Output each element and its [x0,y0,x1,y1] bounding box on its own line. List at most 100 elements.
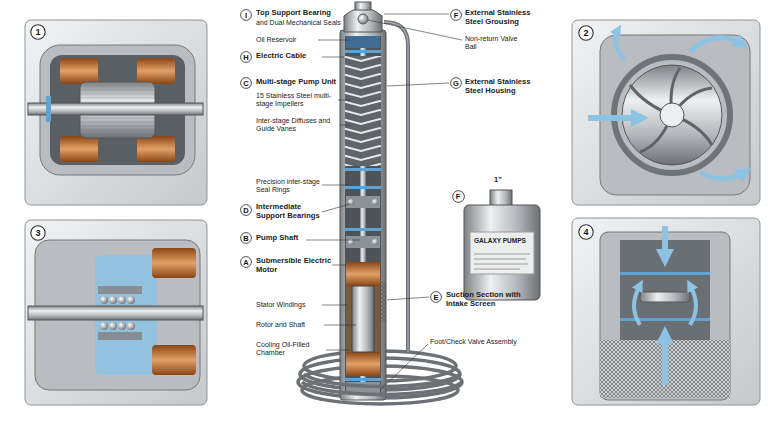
callout-letter: G [450,77,462,89]
callout-number: 2 [578,25,594,41]
part-label: Inter-stage Diffuses and Guide Vanes [256,117,342,133]
leader-line [322,305,347,306]
inset-motor [25,20,207,205]
seal-ring [620,318,710,321]
bearing-ball [118,322,126,330]
seal-ring [345,168,381,171]
bearing-ball [127,296,135,304]
callout-letter: C [240,77,252,89]
stator-winding [152,248,196,278]
flow-arrow [700,172,745,179]
callout-text: F [450,9,462,21]
flow-arrow [662,335,668,385]
rotor [352,286,374,352]
stator-winding [152,345,196,375]
part-label: Oil Reservoir [256,36,336,44]
callout-letter: H [240,51,252,63]
seal-ring [345,228,381,231]
part-label: and Dual Mechanical Seals [256,19,366,27]
callout-text: F [452,190,465,203]
callout-circle-outline [431,292,442,303]
brand-label: GALAXY PUMPS [474,237,526,244]
callout-text: A [240,256,252,268]
flow-arrow [615,30,625,60]
callout-number: 3 [30,225,46,241]
bearing-block [346,236,380,248]
seal-ring [345,186,381,189]
cable-highlight [384,22,408,352]
shaft [28,103,203,115]
bearing-ball [127,322,135,330]
leader-lines [306,14,462,390]
callout-text: B [240,232,252,244]
part-label: Suction Section with Intake Screen [446,291,530,308]
part-label: Top Support Bearing [256,9,356,18]
stator-winding [60,58,98,84]
flow-arrow [588,115,640,121]
part-label: Stator Windings [256,301,336,309]
stator-winding [137,136,175,162]
leader-line [387,83,449,86]
pump-body [464,205,540,300]
seal-ring [46,96,51,122]
leader-line [306,240,360,241]
callout-text: D [240,204,252,216]
callout-circle-outline [452,190,464,202]
intake-screen [381,282,386,322]
callout-text: 3 [30,225,46,241]
part-label: Multi-stage Pump Unit [256,78,356,87]
outlet-thread [490,190,512,206]
leader-line [324,325,356,326]
bearing-ball [109,296,117,304]
outlet-thread [355,2,371,10]
leader-line [340,125,350,126]
seal-ring [345,378,381,381]
leader-line [322,57,344,58]
leader-line [322,185,348,186]
part-label: Non-return Valve Ball [465,35,521,51]
callout-circle-outline [241,257,252,268]
flow-arrow [634,285,640,325]
bearing-race [98,332,142,340]
bearing-block [346,196,380,208]
bearing-ball [100,296,108,304]
part-label: Cooling Oil-Filled Chamber [256,341,328,357]
callout-circle-outline [241,52,252,63]
plate-lines [474,254,530,269]
impeller-stack [345,56,381,166]
callout-number: 4 [578,224,594,240]
callout-number: 1 [30,24,46,40]
oil-reservoir [346,36,380,48]
bearing-ball [372,199,378,205]
callout-circle-outline [579,26,593,40]
callout-text: 4 [578,224,594,240]
part-label: Submersible Electric Motor [256,257,332,274]
callout-text: 1 [30,24,46,40]
callout-text: I [240,9,252,21]
size-label: 1" [494,176,502,184]
bearing-ball [118,296,126,304]
callout-letter: E [430,291,442,303]
discharge-head [344,8,382,32]
leader-line [318,40,350,41]
stator-winding [137,58,175,84]
callout-circle-outline [31,25,45,39]
stator-winding [346,262,380,286]
callout-circle-outline [451,10,462,21]
part-label: 15 Stainless Steel multi-stage Impellers [256,92,340,108]
leader-line [338,100,350,101]
stator-core [374,286,380,352]
callout-circle-outline [241,205,252,216]
callout-letter: B [240,232,252,244]
inset-suction [572,218,760,405]
inset-panel [25,220,207,405]
seal-ring [345,50,381,53]
callout-circle-outline [241,10,252,21]
callout-letter: F [450,9,462,21]
outer-housing [340,30,386,400]
inset-panel [572,218,760,405]
callout-circle-outline [451,78,462,89]
impeller-vanes [630,68,712,152]
